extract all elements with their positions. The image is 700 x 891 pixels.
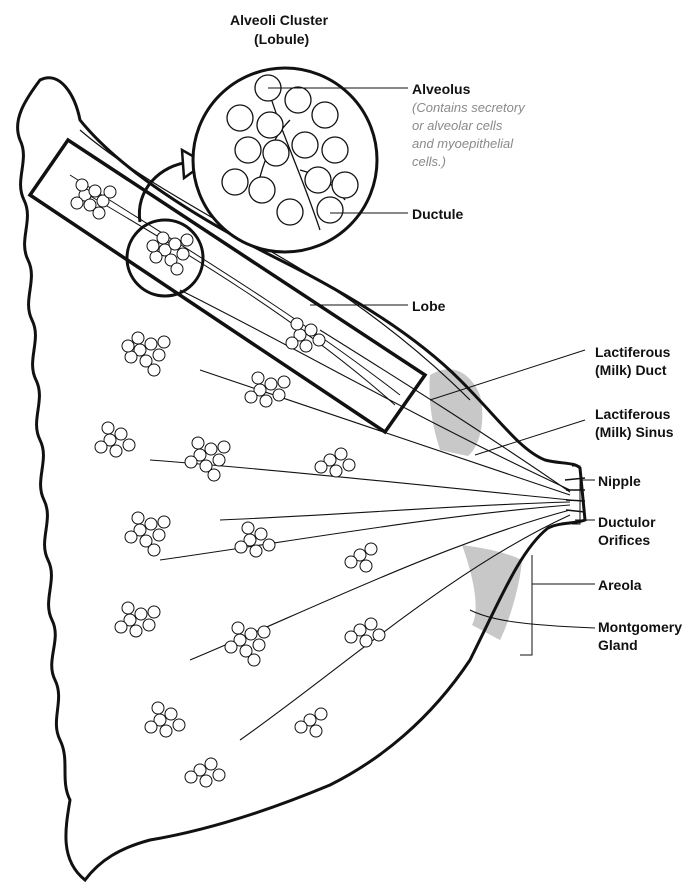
- alveolus-label: Alveolus: [412, 80, 470, 98]
- duct-label-line1: Lactiferous: [595, 343, 670, 361]
- alveolus-note-line3: and myoepithelial: [412, 135, 513, 152]
- alveolus-note-line2: or alveolar cells: [412, 117, 502, 134]
- cluster-title-line1: Alveoli Cluster: [230, 11, 328, 29]
- duct-label-line2: (Milk) Duct: [595, 361, 667, 379]
- montgomery-label-line2: Gland: [598, 636, 638, 654]
- montgomery-label-line1: Montgomery: [598, 618, 682, 636]
- lower-shaded-region: [462, 545, 522, 640]
- ducts: [150, 290, 570, 740]
- sinus-label-line2: (Milk) Sinus: [595, 423, 674, 441]
- areola-label: Areola: [598, 576, 642, 594]
- orifices-label-line1: Ductulor: [598, 513, 656, 531]
- nipple-label: Nipple: [598, 472, 641, 490]
- ductule-label: Ductule: [412, 205, 463, 223]
- alveoli-clusters: [71, 179, 385, 787]
- cluster-title-line2: (Lobule): [254, 30, 309, 48]
- alveolus-note-line4: cells.): [412, 153, 446, 170]
- alveolus-note-line1: (Contains secretory: [412, 99, 525, 116]
- sinus-label-line1: Lactiferous: [595, 405, 670, 423]
- lobe-label: Lobe: [412, 297, 445, 315]
- orifices-label-line2: Orifices: [598, 531, 650, 549]
